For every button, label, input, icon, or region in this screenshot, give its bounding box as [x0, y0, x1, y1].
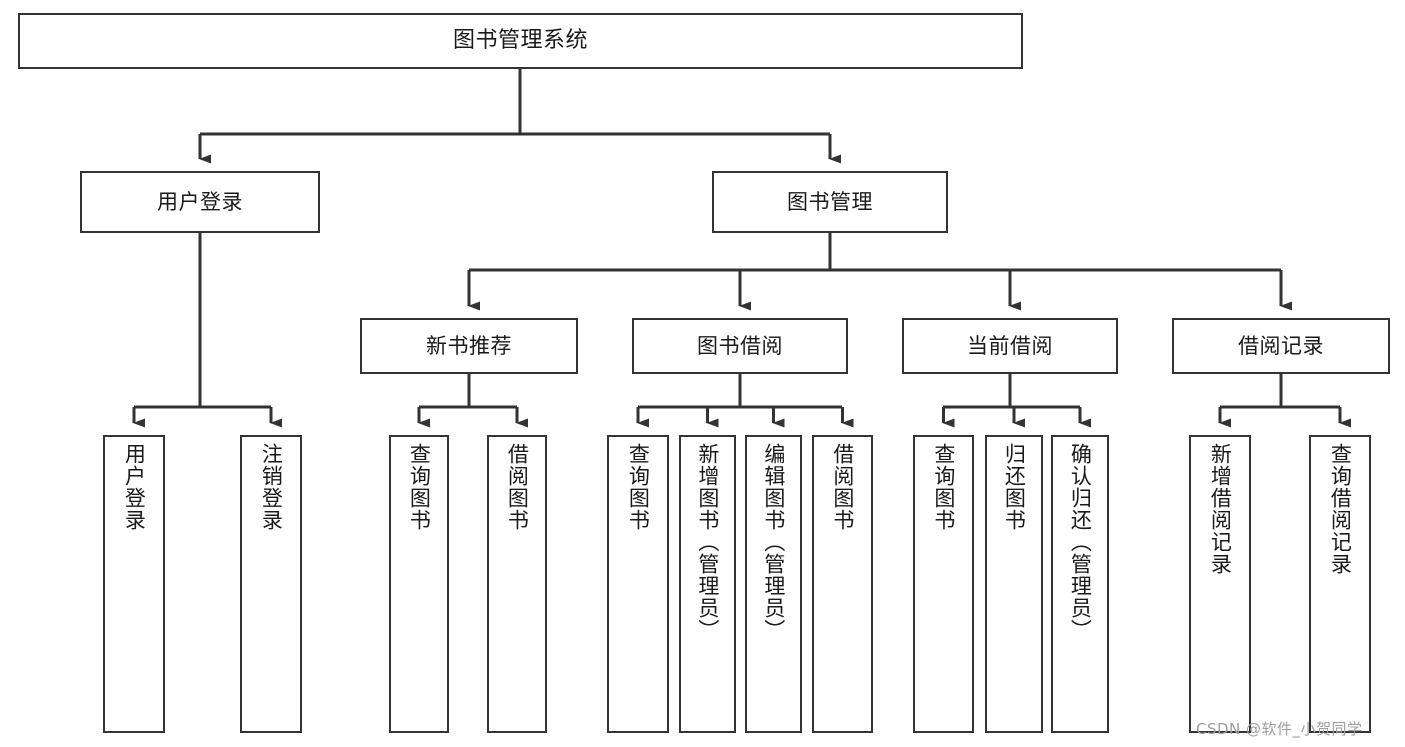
node-label: 当前借阅 — [967, 333, 1053, 358]
node-borrow-book-2[interactable]: 借阅图书 — [812, 435, 873, 733]
node-label: 确认归还（管理员） — [1068, 443, 1093, 641]
node-return-book[interactable]: 归还图书 — [985, 435, 1043, 733]
node-edit-book-admin[interactable]: 编辑图书（管理员） — [745, 435, 802, 733]
node-borrow-book-1[interactable]: 借阅图书 — [487, 435, 547, 733]
node-label: 图书管理 — [787, 189, 873, 214]
node-user-login-do[interactable]: 用户登录 — [103, 435, 165, 733]
node-label: 图书管理系统 — [452, 28, 588, 54]
node-confirm-return-admin[interactable]: 确认归还（管理员） — [1051, 435, 1109, 733]
node-label: 用户登录 — [157, 189, 243, 214]
node-current-borrow[interactable]: 当前借阅 — [902, 318, 1118, 374]
node-book-borrow[interactable]: 图书借阅 — [632, 318, 848, 374]
node-label: 新书推荐 — [426, 333, 512, 358]
node-label: 新增图书（管理员） — [695, 443, 720, 641]
node-book-management[interactable]: 图书管理 — [712, 171, 948, 233]
node-query-book-2[interactable]: 查询图书 — [607, 435, 669, 733]
node-label: 查询图书 — [626, 443, 651, 531]
node-root[interactable]: 图书管理系统 — [18, 13, 1023, 69]
node-query-book-3[interactable]: 查询图书 — [913, 435, 974, 733]
node-borrow-record[interactable]: 借阅记录 — [1172, 318, 1390, 374]
node-new-book-recommend[interactable]: 新书推荐 — [360, 318, 578, 374]
node-label: 图书借阅 — [697, 333, 783, 358]
node-label: 归还图书 — [1002, 443, 1027, 531]
node-label: 新增借阅记录 — [1208, 443, 1233, 575]
node-user-login[interactable]: 用户登录 — [80, 171, 320, 233]
node-label: 查询借阅记录 — [1328, 443, 1353, 575]
watermark-text: CSDN @软件_小贺同学 — [1196, 720, 1363, 738]
node-label: 用户登录 — [122, 443, 147, 531]
node-label: 编辑图书（管理员） — [761, 443, 786, 641]
node-label: 注销登录 — [259, 443, 284, 531]
node-label: 查询图书 — [931, 443, 956, 531]
node-label: 借阅图书 — [830, 443, 855, 531]
node-label: 查询图书 — [407, 443, 432, 531]
node-query-book-1[interactable]: 查询图书 — [389, 435, 449, 733]
node-user-logout[interactable]: 注销登录 — [240, 435, 302, 733]
node-label: 借阅记录 — [1238, 333, 1324, 358]
node-label: 借阅图书 — [505, 443, 530, 531]
node-add-book-admin[interactable]: 新增图书（管理员） — [679, 435, 736, 733]
node-query-borrow-record[interactable]: 查询借阅记录 — [1309, 435, 1371, 733]
node-add-borrow-record[interactable]: 新增借阅记录 — [1189, 435, 1251, 733]
